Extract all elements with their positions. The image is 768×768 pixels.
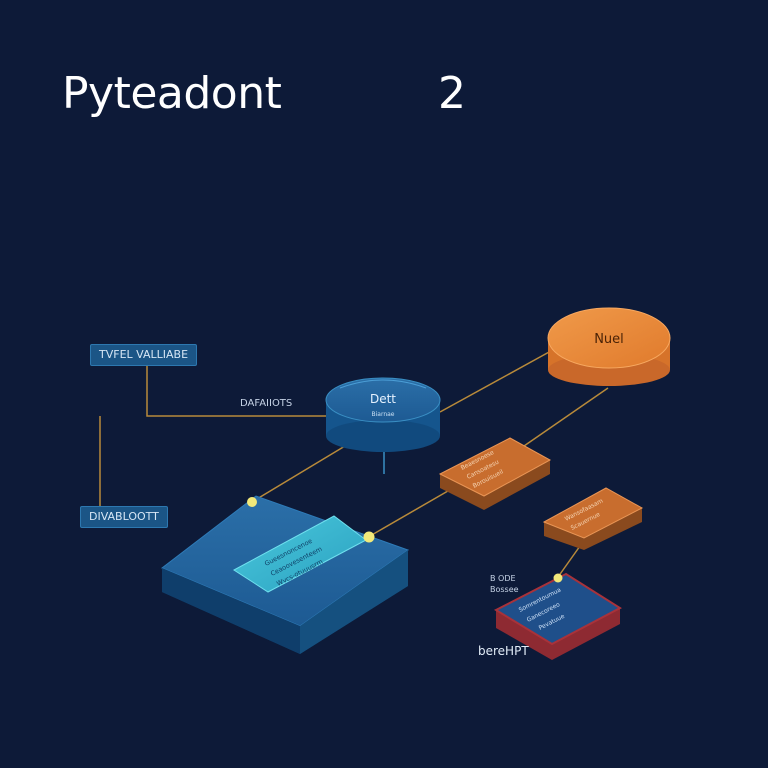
blue-cylinder-node[interactable]: Dett Biarnae [325, 377, 441, 452]
connector-lines [99, 345, 609, 578]
connection-dots [247, 497, 563, 583]
blue-platform-node[interactable]: Gueesnoncenoe Ceaoovesenteem Wvcs-otuuus… [161, 495, 410, 654]
small-label: B ODE Bossee [490, 574, 519, 594]
connector-card-lower-to-red [557, 545, 581, 578]
orange-cylinder-title: Nuel [594, 332, 624, 347]
connection-dot [363, 531, 375, 543]
blue-cylinder-title: Dett [370, 392, 396, 406]
connector-label: DAFAIIOTS [240, 398, 293, 409]
orange-card-upper-node[interactable]: Beaesnoese Cansoatesu Borouisueil [438, 437, 552, 510]
connector-orange-cylinder-to-card [523, 387, 609, 447]
page-number: 2 [438, 68, 466, 119]
connector-tag-to-cylinder [146, 366, 328, 417]
bottom-label: bereHPT [478, 644, 529, 658]
connector-orange-cylinder-to-blue-cylinder [439, 345, 561, 413]
connector-blue-cylinder-to-platform [251, 439, 356, 503]
page-title: Pyteadont [62, 68, 282, 119]
connection-dot [553, 573, 563, 583]
orange-card-lower-node[interactable]: Wansofaasam Scauernue [542, 487, 644, 550]
connection-dot [247, 497, 257, 507]
orange-cylinder-node[interactable]: Nuel [547, 307, 671, 386]
tag-bottom[interactable]: DIVABLOOTT [80, 506, 168, 528]
blue-cylinder-subtitle: Biarnae [372, 411, 395, 418]
connector-card-to-platform [369, 483, 461, 537]
tag-top[interactable]: TVFEL VALLIABE [90, 344, 198, 366]
